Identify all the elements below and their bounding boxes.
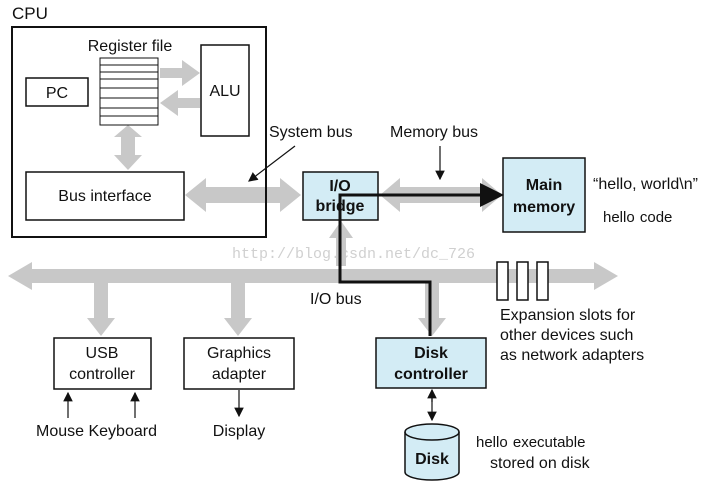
data-flow-path xyxy=(338,183,504,336)
hello-exec-caption: hello executable xyxy=(476,434,585,451)
cpu-label: CPU xyxy=(12,4,48,23)
expansion-caption-line2: other devices such xyxy=(500,327,633,344)
mouse-keyboard-label: Mouse Keyboard xyxy=(36,423,157,440)
main-memory-label-line1: Main xyxy=(526,177,562,194)
register-file xyxy=(99,57,159,126)
alu-box xyxy=(200,44,250,137)
pc-box xyxy=(25,77,89,107)
system-bus-label: System bus xyxy=(269,124,353,141)
usb-controller-label-line2: controller xyxy=(69,366,135,383)
io-bus-arrow xyxy=(8,262,618,290)
hello-code-mono: hello xyxy=(603,209,635,226)
expansion-caption-line3: as network adapters xyxy=(500,347,644,364)
usb-controller-box xyxy=(53,337,152,390)
disk-label: Disk xyxy=(415,451,449,468)
hello-world-string: “hello, world\n” xyxy=(593,176,698,193)
usb-controller-label-line1: USB xyxy=(86,345,119,362)
stored-on-disk-caption: stored on disk xyxy=(490,455,591,472)
bus-interface-label: Bus interface xyxy=(58,188,151,205)
alu-label: ALU xyxy=(209,83,240,100)
buses xyxy=(8,60,618,336)
hello-exec-mono: hello xyxy=(476,434,508,451)
watermark: http://blog.csdn.net/dc_726 xyxy=(232,246,475,263)
memory-bus-label: Memory bus xyxy=(390,124,478,141)
pc-label: PC xyxy=(46,85,68,102)
graphics-adapter-label-line2: adapter xyxy=(212,366,267,383)
usb-bus-connector xyxy=(87,283,115,336)
system-bus-arrow xyxy=(185,178,301,212)
regfile-to-alu-arrow xyxy=(160,60,200,86)
disk-controller-box xyxy=(375,337,487,389)
expansion-slots xyxy=(496,261,549,301)
hello-exec-rest: executable xyxy=(509,434,586,451)
display-label: Display xyxy=(213,423,265,440)
expansion-slot xyxy=(496,261,509,301)
disk-controller-label-line1: Disk xyxy=(414,345,448,362)
graphics-adapter-box xyxy=(183,337,295,390)
io-bus-label: I/O bus xyxy=(310,291,362,308)
main-memory-box xyxy=(502,157,586,233)
bus-interface-box xyxy=(25,171,185,221)
cpu-box xyxy=(11,26,267,238)
graphics-adapter-label-line1: Graphics xyxy=(207,345,271,362)
io-bridge-label-line1: I/O xyxy=(329,178,350,195)
alu-to-regfile-arrow xyxy=(160,90,200,116)
expansion-slot xyxy=(516,261,529,301)
hello-code-caption: hello code xyxy=(603,209,672,226)
disk-controller-label-line2: controller xyxy=(394,366,468,383)
graphics-bus-connector xyxy=(224,283,252,336)
register-file-label: Register file xyxy=(88,38,173,55)
disk-controller-bus-connector xyxy=(418,283,446,336)
hello-code-rest: code xyxy=(636,209,673,226)
expansion-caption-line1: Expansion slots for xyxy=(500,307,636,324)
main-memory-label-line2: memory xyxy=(513,199,575,216)
regfile-bus-interface-arrow xyxy=(114,125,142,170)
system-bus-pointer xyxy=(248,145,296,182)
expansion-slot xyxy=(536,261,549,301)
disk-cylinder xyxy=(404,423,460,481)
